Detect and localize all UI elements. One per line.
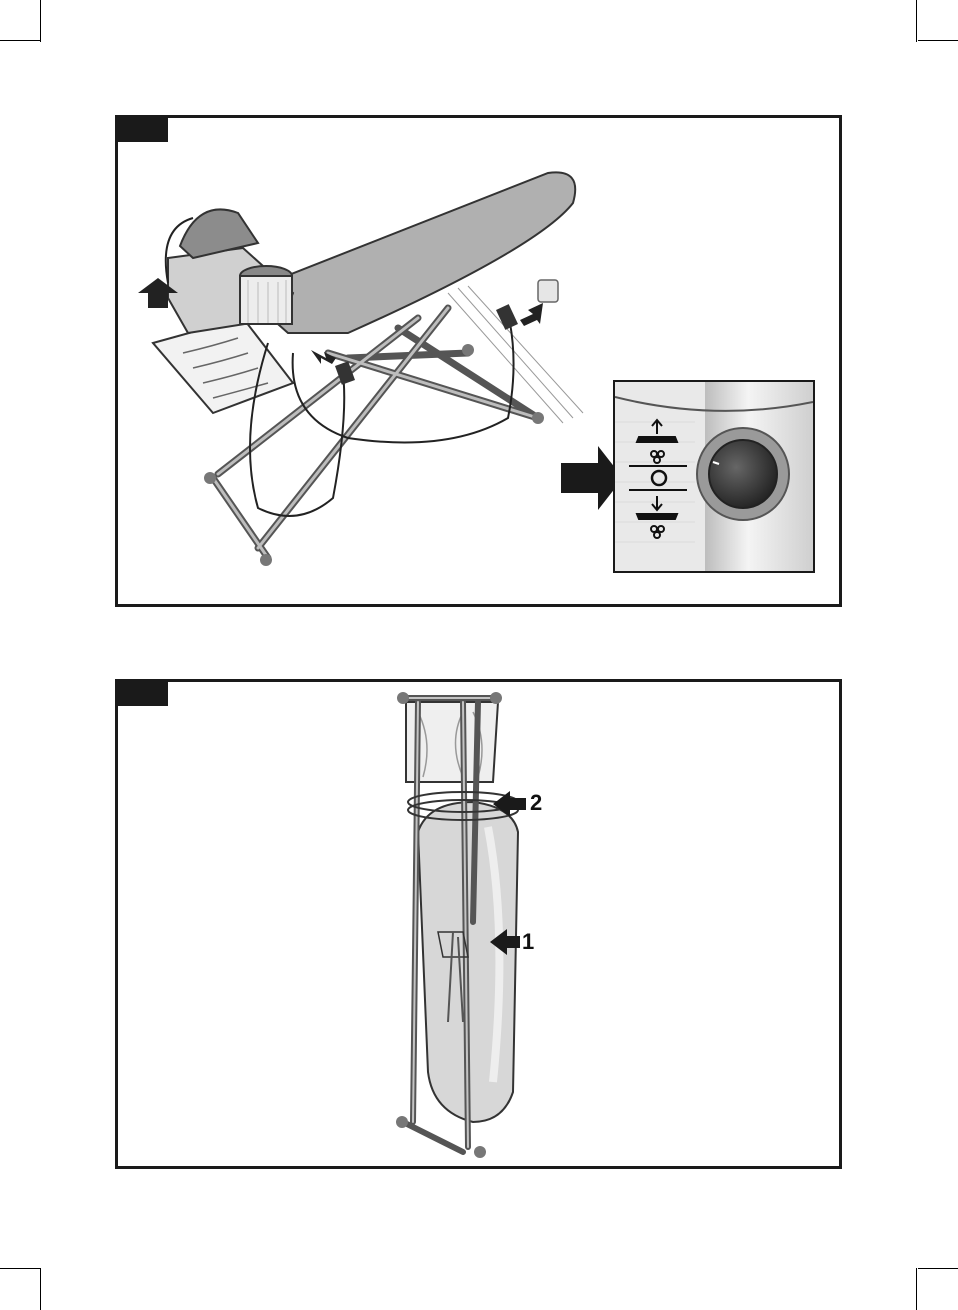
leg-foot xyxy=(397,692,409,704)
figure-bottom-panel: 2 1 xyxy=(115,679,842,1169)
leg-foot xyxy=(490,692,502,704)
leg-foot xyxy=(474,1146,486,1158)
callout-label-2: 2 xyxy=(530,792,542,814)
mains-plug xyxy=(496,304,518,330)
callout-label-1: 1 xyxy=(522,931,534,953)
crop-mark xyxy=(918,1268,958,1269)
crop-mark xyxy=(918,40,958,41)
crop-mark xyxy=(916,0,917,42)
crop-mark xyxy=(0,1268,40,1269)
leg-foot xyxy=(260,554,272,566)
plug-arrow xyxy=(520,303,543,326)
switch-detail-drawing xyxy=(615,382,813,571)
wall-socket xyxy=(538,280,558,302)
leg-foot xyxy=(396,1116,408,1128)
leg-foot xyxy=(462,344,474,356)
iron-rest xyxy=(153,318,293,413)
figure-top-panel xyxy=(115,115,842,607)
crop-mark xyxy=(916,1268,917,1310)
crop-mark xyxy=(0,40,40,41)
rotary-switch-knob[interactable] xyxy=(709,440,777,508)
leg-foot xyxy=(532,412,544,424)
crop-mark xyxy=(40,0,41,42)
leg-foot xyxy=(204,472,216,484)
crop-mark xyxy=(40,1268,41,1310)
folded-ironing-board-illustration xyxy=(118,682,839,1166)
switch-detail-inset xyxy=(613,380,815,573)
